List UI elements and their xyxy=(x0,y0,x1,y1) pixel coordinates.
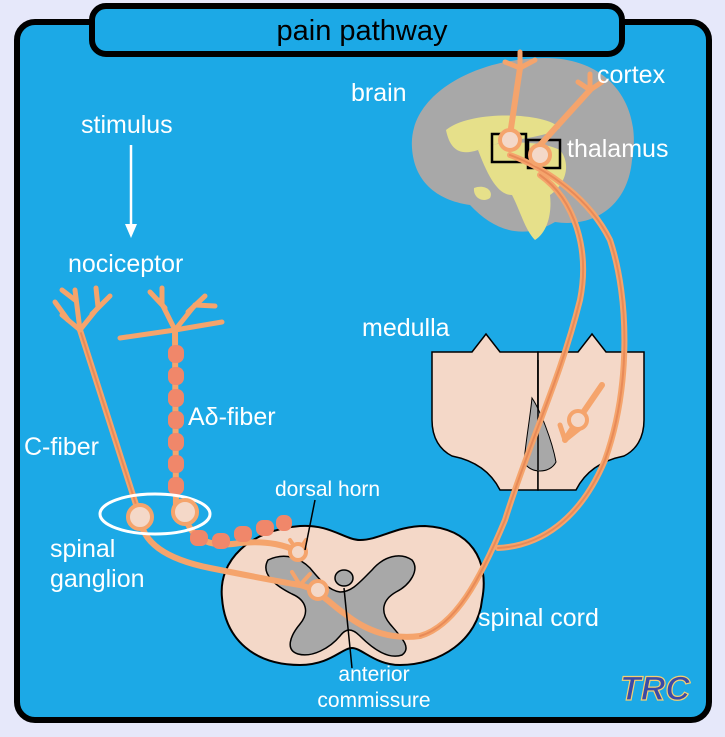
thalamus-neuron-1 xyxy=(498,128,522,152)
commissure-leader xyxy=(343,587,353,669)
label-spinal-cord: spinal cord xyxy=(478,604,599,632)
trc-logo: TRC xyxy=(619,669,691,708)
label-medulla: medulla xyxy=(362,314,450,342)
stimulus-arrow xyxy=(125,145,137,238)
label-commissure: commissure xyxy=(317,689,430,712)
label-dorsal-horn: dorsal horn xyxy=(275,478,380,501)
cortex-terminals xyxy=(502,49,605,93)
a-delta-myelin-segments xyxy=(168,345,292,549)
label-c-fiber: C-fiber xyxy=(24,433,99,461)
spinal-cord-section xyxy=(220,524,485,667)
label-nociceptor: nociceptor xyxy=(68,250,183,278)
thalamus-box-right xyxy=(526,138,562,170)
label-a-delta-fiber: Aδ-fiber xyxy=(188,403,276,431)
svg-text:TRC: TRC xyxy=(620,670,690,708)
c-fiber-nociceptor-endings xyxy=(52,285,113,333)
dorsal-horn-neuron-2 xyxy=(307,579,329,601)
a-delta-cell-body xyxy=(171,498,199,526)
neuron-cell-bodies xyxy=(126,128,589,601)
label-spinal: spinal xyxy=(50,535,115,563)
nerve-fibers xyxy=(52,49,628,640)
label-stimulus: stimulus xyxy=(81,111,173,139)
medulla-illustration xyxy=(431,332,645,491)
thalamus-neuron-2 xyxy=(528,143,552,167)
dorsal-horn-neuron-1 xyxy=(288,542,308,562)
c-fiber-cell-body xyxy=(126,503,154,531)
label-anterior: anterior xyxy=(338,663,409,686)
medulla-neuron xyxy=(567,409,589,431)
dorsal-horn-leader xyxy=(304,499,316,551)
label-thalamus: thalamus xyxy=(567,135,668,163)
a-delta-nociceptor-endings xyxy=(117,285,225,341)
label-cortex: cortex xyxy=(597,61,666,89)
page-title: pain pathway xyxy=(277,15,448,47)
title-tab xyxy=(89,3,625,57)
label-ganglion: ganglion xyxy=(50,565,145,593)
spinal-ganglion-outline xyxy=(98,492,212,536)
label-brain: brain xyxy=(351,79,407,107)
